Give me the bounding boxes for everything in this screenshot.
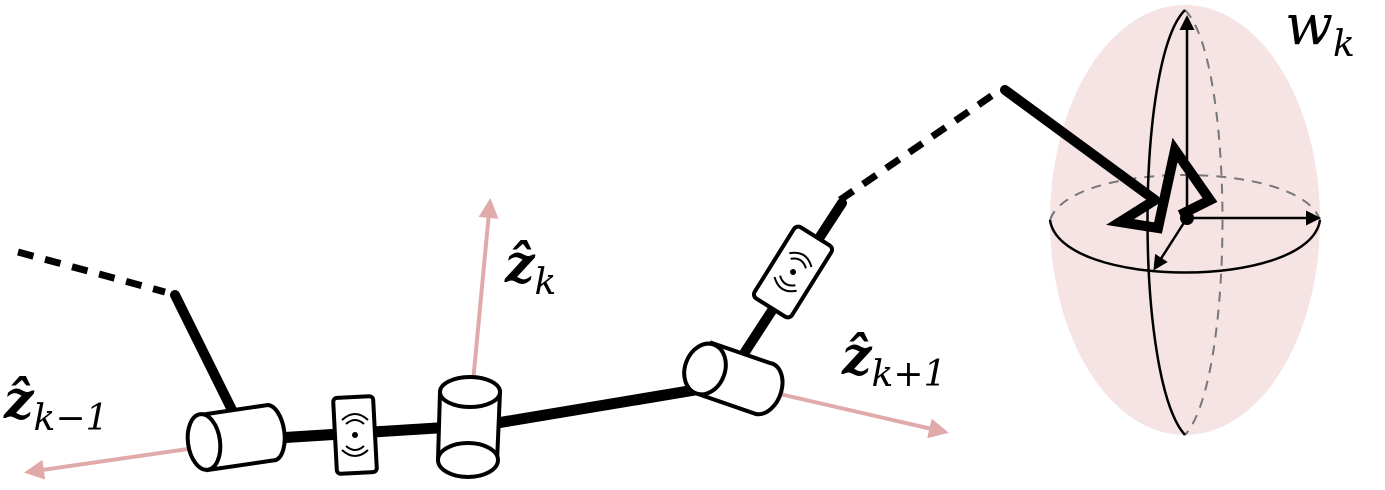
sensor-2: [751, 224, 835, 320]
label-z-k-plus-1: ẑk+1: [841, 326, 946, 395]
label-z-k-minus-1: ẑk−1: [3, 370, 108, 439]
joint-axis-arrows: [24, 198, 949, 480]
joint-2-cylinder: [435, 375, 503, 479]
workspace-ellipsoid: [1048, 5, 1322, 436]
end-effector: [1106, 137, 1218, 234]
dashed-continuation: [17, 87, 1002, 296]
sensor-1: [331, 394, 379, 476]
joint-1-cylinder: [185, 402, 287, 473]
arm-links: [170, 85, 1160, 446]
label-z-k: ẑk: [504, 234, 556, 303]
joint-3-cylinder: [682, 340, 785, 417]
label-w-k: wk: [1285, 0, 1355, 65]
